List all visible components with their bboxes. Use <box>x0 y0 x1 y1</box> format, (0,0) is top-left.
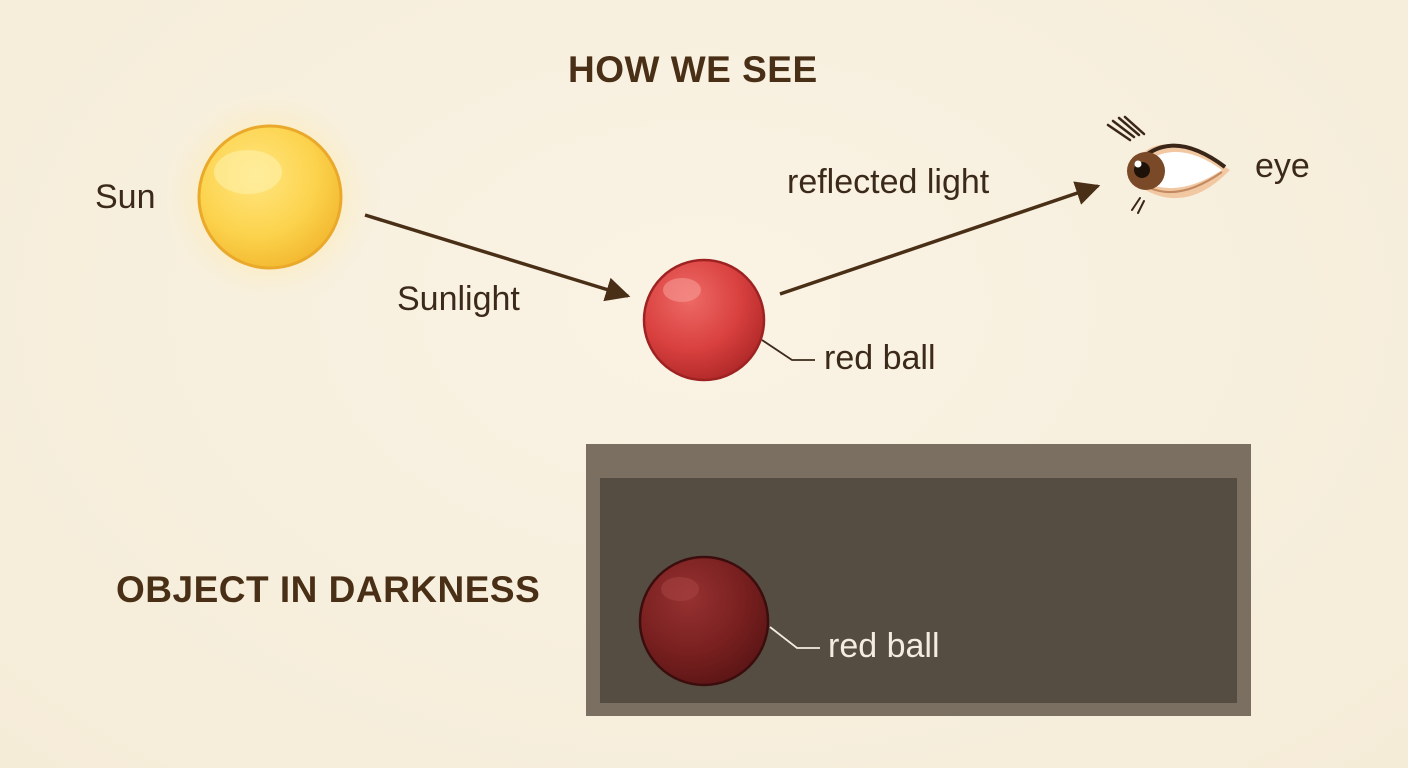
label-red-ball: red ball <box>824 339 936 377</box>
label-sun: Sun <box>95 178 156 216</box>
eye-icon <box>1106 115 1230 214</box>
label-sunlight: Sunlight <box>397 280 520 318</box>
red-ball-leader-line <box>761 339 815 361</box>
title-how-we-see: HOW WE SEE <box>568 49 818 90</box>
dark-red-ball-icon <box>638 555 770 687</box>
title-object-in-darkness: OBJECT IN DARKNESS <box>116 569 541 610</box>
sun-icon <box>158 85 382 309</box>
label-eye: eye <box>1255 147 1310 185</box>
sunlight-arrow-icon <box>364 213 631 302</box>
dark-red-ball-leader-line <box>769 626 820 649</box>
label-red-ball-dark: red ball <box>828 627 940 665</box>
reflected-light-arrow-icon <box>779 181 1101 296</box>
label-reflected-light: reflected light <box>787 163 990 201</box>
red-ball-icon <box>642 258 766 382</box>
